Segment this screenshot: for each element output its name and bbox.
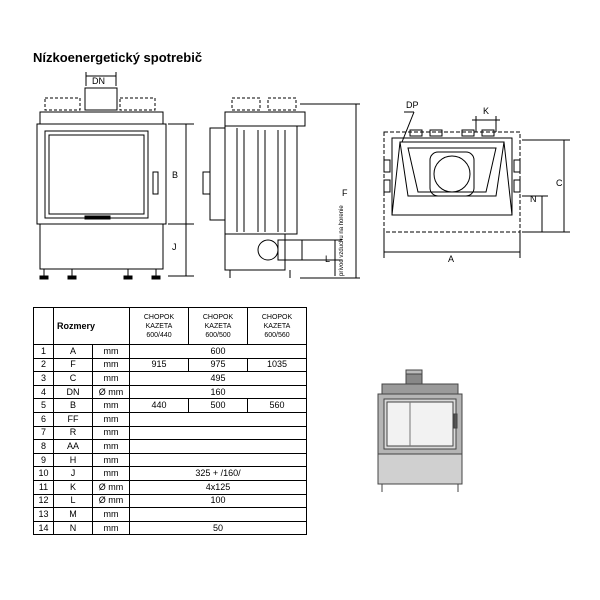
table-header-row: Rozmery CHOPOK KAZETA 600/440 CHOPOK KAZ…: [33, 307, 307, 345]
label-f: F: [342, 188, 348, 198]
top-view: [383, 111, 570, 258]
row-unit: Ø mm: [92, 493, 130, 509]
row-value: [129, 507, 307, 522]
row-number: 5: [33, 398, 54, 413]
row-unit: Ø mm: [92, 479, 130, 495]
row-unit: mm: [92, 425, 130, 441]
label-l: L: [325, 254, 330, 264]
row-number: 4: [33, 384, 54, 400]
row-value: 975: [188, 357, 248, 373]
label-j: J: [172, 242, 177, 252]
row-number: 1: [33, 344, 54, 359]
row-symbol: R: [53, 425, 93, 441]
row-value: 495: [129, 371, 307, 386]
row-value: [129, 439, 307, 454]
row-symbol: AA: [53, 439, 93, 454]
technical-drawings: DN B J F L prívod vzduchu na horenie DP …: [36, 72, 570, 280]
dimensions-table: Rozmery CHOPOK KAZETA 600/440 CHOPOK KAZ…: [33, 307, 307, 536]
row-number: 8: [33, 439, 54, 454]
row-unit: mm: [92, 520, 130, 536]
row-symbol: DN: [53, 384, 93, 400]
label-air-inlet: prívod vzduchu na horenie: [339, 205, 345, 276]
row-value: 160: [129, 384, 307, 400]
front-view: [36, 72, 194, 280]
row-number: 6: [33, 411, 54, 427]
row-value: [129, 411, 307, 427]
row-symbol: L: [53, 493, 93, 509]
row-unit: Ø mm: [92, 384, 130, 400]
row-number: 14: [33, 520, 54, 536]
row-unit: mm: [92, 507, 130, 522]
row-value: 915: [129, 357, 189, 373]
row-value: 50: [129, 520, 307, 536]
fireplace-photo: [377, 369, 463, 492]
side-view: [202, 97, 360, 279]
row-symbol: B: [53, 398, 93, 413]
row-value: 100: [129, 493, 307, 509]
row-unit: mm: [92, 439, 130, 454]
label-b: B: [172, 170, 178, 180]
label-dp: DP: [406, 100, 419, 110]
row-value: [129, 452, 307, 468]
row-number: 2: [33, 357, 54, 373]
row-symbol: K: [53, 479, 93, 495]
label-dn: DN: [92, 76, 105, 86]
model-header-3: CHOPOK KAZETA 600/560: [247, 307, 307, 345]
table-header-label: Rozmery: [53, 307, 130, 345]
row-unit: mm: [92, 357, 130, 373]
label-k: K: [483, 106, 489, 116]
row-number: 3: [33, 371, 54, 386]
row-number: 13: [33, 507, 54, 522]
row-value: 440: [129, 398, 189, 413]
model-header-2: CHOPOK KAZETA 600/500: [188, 307, 248, 345]
page-title: Nízkoenergetický spotrebič: [33, 50, 203, 65]
row-value: 325 + /160/: [129, 466, 307, 481]
row-value: 1035: [247, 357, 307, 373]
row-unit: mm: [92, 398, 130, 413]
row-symbol: N: [53, 520, 93, 536]
row-unit: mm: [92, 452, 130, 468]
row-symbol: J: [53, 466, 93, 481]
row-value: 600: [129, 344, 307, 359]
row-unit: mm: [92, 344, 130, 359]
row-unit: mm: [92, 411, 130, 427]
label-n: N: [530, 194, 537, 204]
row-number: 10: [33, 466, 54, 481]
row-value: 500: [188, 398, 248, 413]
row-symbol: FF: [53, 411, 93, 427]
row-unit: mm: [92, 466, 130, 481]
model-header-1: CHOPOK KAZETA 600/440: [129, 307, 189, 345]
row-symbol: F: [53, 357, 93, 373]
row-number: 12: [33, 493, 54, 509]
row-value: 4x125: [129, 479, 307, 495]
label-c: C: [556, 178, 563, 188]
row-number: 7: [33, 425, 54, 441]
row-symbol: H: [53, 452, 93, 468]
row-number: 9: [33, 452, 54, 468]
row-unit: mm: [92, 371, 130, 386]
row-symbol: A: [53, 344, 93, 359]
row-symbol: C: [53, 371, 93, 386]
label-a: A: [448, 254, 454, 264]
row-value: [129, 425, 307, 441]
row-number: 11: [33, 479, 54, 495]
row-value: 560: [247, 398, 307, 413]
row-symbol: M: [53, 507, 93, 522]
